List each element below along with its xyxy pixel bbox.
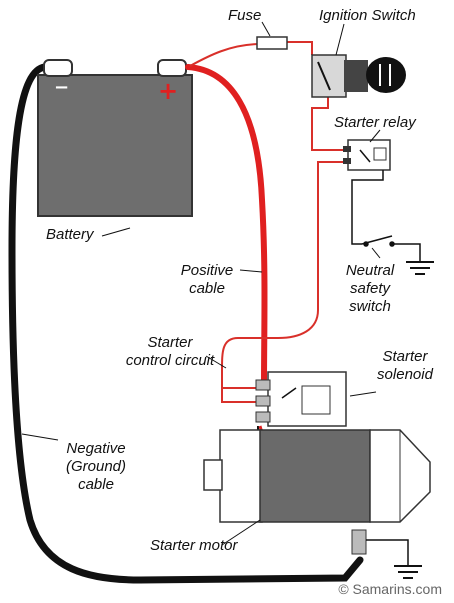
ignition-switch [311,54,406,98]
positive-cable-label-line2: cable [189,280,225,297]
starter-motor [203,429,431,523]
motor-ground-terminal [351,529,409,566]
minus-sign: − [54,77,69,98]
negative-terminal [43,59,73,77]
starter-relay [343,139,391,171]
ground-icon-upper [406,261,434,275]
neutral-label-line2: safety [349,280,391,297]
starter-solenoid [255,371,347,427]
positive-cable-label: Positive cable [172,262,242,298]
control-label-line1: Starter [147,334,193,351]
starter-motor-label: Starter motor [150,537,238,554]
negative-label-line1: Negative [66,440,126,457]
ignition-switch-label: Ignition Switch [319,7,416,24]
positive-terminal [157,59,187,77]
ignition-key-icon [366,57,406,93]
neutral-safety-switch-label: Neutral safety switch [330,262,410,316]
ground-icon-lower [394,565,422,579]
starter-control-circuit-label: Starter control circuit [112,334,228,370]
battery: − + [37,59,193,217]
battery-body [37,74,193,217]
battery-label: Battery [46,226,94,243]
negative-label-line2: (Ground) [65,458,127,475]
copyright-text: © Samarins.com [338,581,442,597]
starter-motor-body [259,429,371,523]
fuse [256,36,288,50]
negative-label-line3: cable [78,476,114,493]
fuse-label: Fuse [228,7,262,24]
starter-solenoid-label: Starter solenoid [370,348,440,384]
control-label-line2: control circuit [125,352,215,369]
plus-sign: + [158,77,178,105]
neutral-safety-switch [351,170,421,262]
positive-cable [185,64,268,388]
solenoid-label-line1: Starter [382,348,428,365]
solenoid-label-line2: solenoid [377,366,433,383]
negative-ground-cable [8,63,364,584]
neutral-label-line3: switch [349,298,391,315]
control-wires [189,41,350,403]
positive-cable-label-line1: Positive [180,262,234,279]
leader-lines [21,21,381,546]
neutral-label-line1: Neutral [345,262,395,279]
starter-relay-label: Starter relay [334,114,416,131]
negative-cable-label: Negative (Ground) cable [56,440,136,494]
